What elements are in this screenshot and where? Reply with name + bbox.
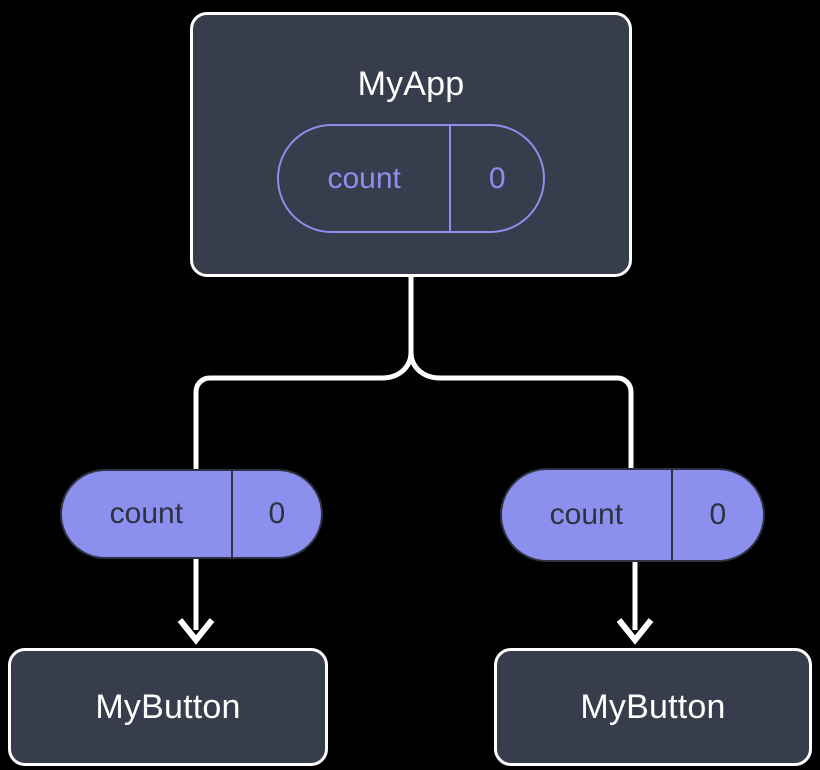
prop-pill-value-right: 0 [670, 470, 763, 560]
component-label-mybutton-right: MyButton [580, 688, 726, 726]
component-box-mybutton-left[interactable]: MyButton [8, 648, 328, 766]
arrow-head-down-right-icon [616, 618, 654, 645]
component-label-myapp: MyApp [357, 65, 465, 103]
component-label-mybutton-left: MyButton [95, 688, 241, 726]
prop-pill-left[interactable]: count 0 [60, 469, 323, 559]
prop-pill-key-right: count [549, 498, 624, 531]
prop-pill-right[interactable]: count 0 [500, 468, 765, 562]
prop-pill-value-left: 0 [230, 471, 321, 557]
prop-pill-key-left: count [109, 497, 184, 530]
state-pill-key-myapp: count [327, 161, 401, 195]
connector-branch-trunk [193, 274, 414, 473]
arrow-head-down-left-icon [177, 618, 215, 645]
component-box-mybutton-right[interactable]: MyButton [494, 648, 812, 766]
state-pill-myapp[interactable]: count 0 [277, 124, 545, 233]
state-pill-value-myapp: 0 [449, 126, 543, 231]
connector-branch-right [408, 349, 634, 471]
